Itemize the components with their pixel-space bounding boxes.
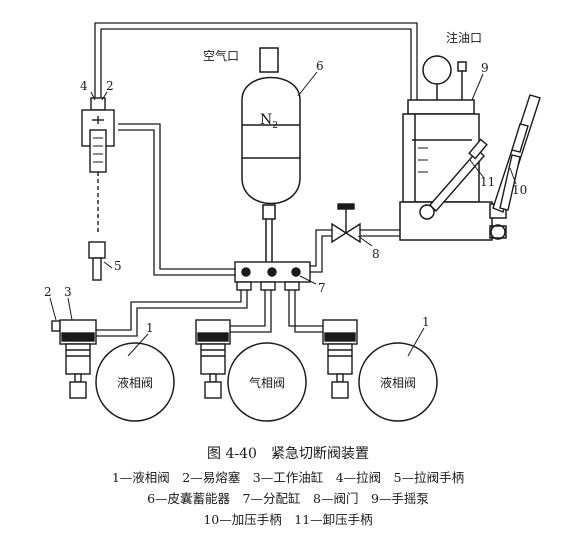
air-port-label: 空气口: [203, 48, 239, 63]
working-cylinder-left: [51, 319, 97, 399]
pipe-valve-pump: [360, 229, 403, 237]
callout-2-left: 2: [44, 285, 52, 299]
callout-11: 11: [480, 175, 495, 189]
pipe-valve-distributor: [310, 229, 332, 273]
distributor-cylinder: [234, 261, 311, 291]
callout-1-left: 1: [146, 321, 154, 335]
callout-10: 10: [512, 183, 527, 197]
valve-right-label: 液相阀: [380, 375, 416, 390]
release-handle: [429, 138, 488, 213]
callout-6: 6: [316, 59, 324, 73]
callout-9: 9: [481, 61, 489, 75]
n2-label-main: N: [260, 112, 272, 128]
pipe-pullvalve-distributor: [118, 123, 235, 276]
leader-lines: [49, 71, 517, 357]
legend-line-3: 10—加压手柄 11—卸压手柄: [203, 512, 372, 527]
callout-2-top: 2: [106, 79, 114, 93]
legend-line-1: 1—液相阀 2—易熔塞 3—工作油缸 4—拉阀 5—拉阀手柄: [112, 470, 464, 485]
valve-left-label: 液相阀: [117, 375, 153, 390]
top-pipe: [94, 22, 418, 100]
gate-valve: [331, 203, 361, 244]
callout-7: 7: [318, 281, 326, 295]
figure-title: 图 4-40 紧急切断阀装置: [207, 446, 369, 462]
callout-3: 3: [64, 285, 72, 299]
working-cylinder-middle: [195, 319, 231, 399]
n2-label-sub: 2: [272, 121, 278, 131]
callout-1-right: 1: [422, 315, 430, 329]
callout-4: 4: [80, 79, 88, 93]
callout-8: 8: [372, 247, 380, 261]
hand-pump: [399, 55, 507, 241]
valve-middle-label: 气相阀: [249, 375, 285, 390]
pressure-handle: [492, 94, 541, 213]
legend-line-2: 6—皮囊蓄能器 7—分配缸 8—阀门 9—手摇泵: [147, 491, 429, 506]
pull-valve-handle: [88, 241, 106, 281]
valve-circles: [95, 342, 438, 422]
pull-valve: [81, 97, 115, 235]
callout-5: 5: [114, 259, 122, 273]
pipes-to-cylinders: [96, 290, 323, 337]
working-cylinder-right: [322, 319, 358, 399]
n2-label: N2: [260, 112, 278, 131]
bladder-accumulator: [241, 47, 301, 262]
fill-port-label: 注油口: [446, 30, 482, 45]
